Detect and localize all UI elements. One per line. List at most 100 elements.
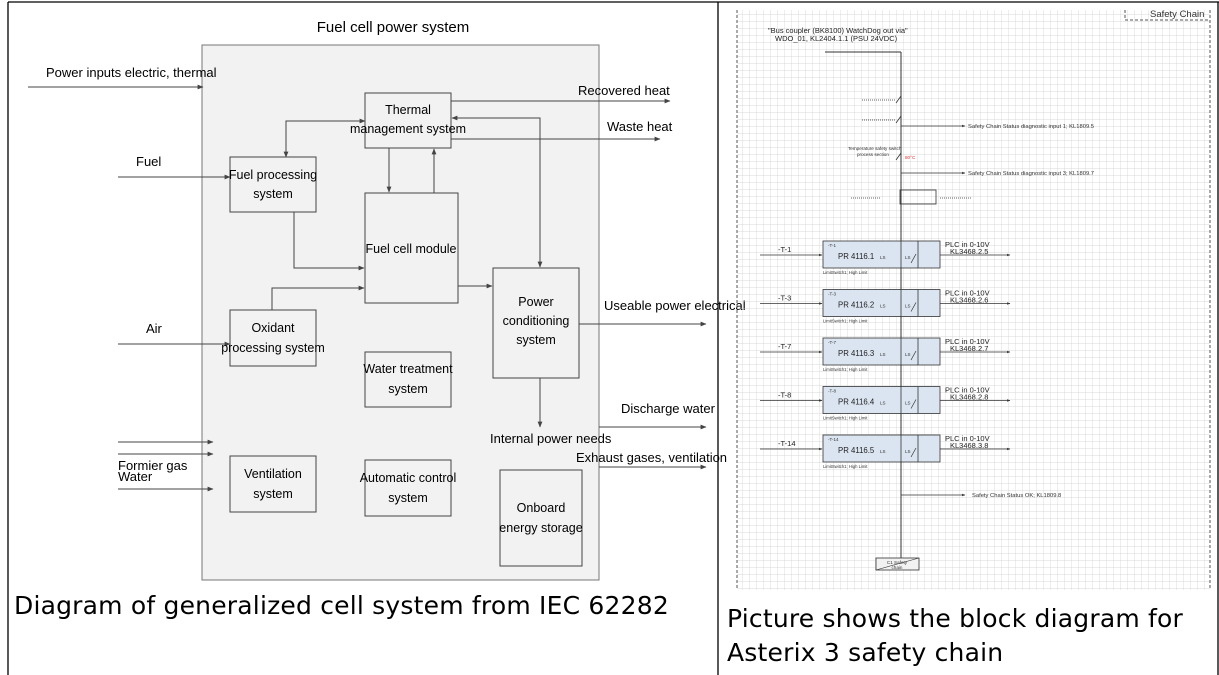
safety-chain-coil: C1 Safety chain [875,557,920,571]
block-oxidant-processing: Oxidant processing system [221,309,325,367]
caption-safety-chain: Picture shows the block diagram for Aste… [727,604,1184,667]
ls-label: LS [905,255,911,260]
switch-contacts [851,95,972,205]
temp-switch-tag: 80°C [905,155,916,160]
svg-text:C1 Safety: C1 Safety [887,560,908,565]
svg-text:Power: Power [518,295,553,309]
svg-text:Thermal: Thermal [385,103,431,117]
input-label-water: Water [118,469,153,484]
block-onboard-storage: Onboard energy storage [499,469,583,567]
sensor-tag: -T-7 [778,342,791,351]
sensor-tag: -T-1 [778,245,791,254]
output-label-discharge-water: Discharge water [621,401,716,416]
ls-label: LS [880,449,886,454]
diag-input3-label: Safety Chain Status diagnostic input 3; … [968,171,1094,177]
sensor-tag: -T-14 [778,439,796,448]
diag-input1-label: Safety Chain Status diagnostic input 1; … [968,124,1094,130]
safety-chain-title: Safety Chain [1150,9,1204,20]
ls-label: LS [905,449,911,454]
svg-text:management system: management system [350,122,466,136]
plc-channel: KL3468.2.7 [950,344,988,353]
sensor-small-tag: -T-7 [828,340,836,345]
svg-text:system: system [253,187,293,201]
svg-text:Fuel processing: Fuel processing [229,168,317,182]
output-label-exhaust: Exhaust gases, ventilation [576,450,727,465]
pr-module-label: PR 4116.1 [838,252,874,261]
input-label-formier: Formier gas [118,458,188,473]
svg-text:system: system [388,382,428,396]
plc-label: PLC in 0-10V [945,289,990,298]
sensor-small-tag: -T-1 [828,243,836,248]
limit-switch-label: LimitSwitch1; High Limit [823,270,868,275]
output-label-useable-power: Useable power electrical [604,298,746,313]
grid-background [737,10,1210,590]
caption-fuel-cell: Diagram of generalized cell system from … [14,591,669,620]
svg-text:Fuel cell module: Fuel cell module [365,242,456,256]
svg-text:Oxidant: Oxidant [251,321,295,335]
block-water-treatment: Water treatment system [363,351,453,408]
ls-label: LS [880,255,886,260]
svg-text:conditioning: conditioning [503,314,570,328]
safety-chain-diagram: Safety Chain "Bus coupler (BK8100) Watch… [736,9,1211,590]
svg-text:Automatic control: Automatic control [360,471,457,485]
pr-module [822,386,941,414]
svg-text:system: system [253,487,293,501]
sensor-small-tag: -T-8 [828,389,836,394]
sensor-tag: -T-3 [778,294,791,303]
svg-text:chain: chain [892,565,903,570]
plc-channel: KL3468.3.8 [950,441,988,450]
block-fuel-processing: Fuel processing system [229,156,317,213]
pr-module [822,240,941,269]
status-ok-label: Safety Chain Status OK; KL1809.8 [972,493,1061,499]
limit-switch-label: LimitSwitch1; High Limit [823,319,868,324]
plc-label: PLC in 0-10V [945,386,990,395]
input-label-air: Air [146,321,163,336]
block-fuel-cell-module: Fuel cell module [364,192,459,304]
fuel-cell-diagram: Fuel cell power system Power inputs elec… [28,19,746,581]
pr-module [822,289,941,317]
sensor-small-tag: -T-14 [828,437,839,442]
ls-label: LS [880,304,886,309]
ls-label: LS [880,401,886,406]
fuel-cell-title: Fuel cell power system [317,19,470,36]
output-label-internal-power: Internal power needs [490,431,612,446]
sensor-small-tag: -T-3 [828,292,836,297]
plc-channel: KL3468.2.5 [950,247,988,256]
plc-label: PLC in 0-10V [945,434,990,443]
temp-switch-line1: Temperature safety switch [848,146,902,151]
pr-module [822,434,941,463]
svg-text:energy storage: energy storage [499,521,582,535]
svg-text:processing system: processing system [221,341,325,355]
svg-text:system: system [516,333,556,347]
plc-label: PLC in 0-10V [945,240,990,249]
block-power-conditioning: Power conditioning system [492,267,580,379]
plc-channel: KL3468.2.6 [950,296,988,305]
limit-switch-label: LimitSwitch1; High Limit [823,416,868,421]
output-label-recovered-heat: Recovered heat [578,83,670,98]
block-thermal-management: Thermal management system [350,92,466,149]
svg-text:system: system [388,491,428,505]
bus-coupler-line1: "Bus coupler (BK8100) WatchDog out via" [768,26,908,35]
sensor-row: -T-14 -T-14 PR 4116.5 LS LS PLC in 0-10VKL346… [760,434,1011,469]
limit-switch-label: LimitSwitch1; High Limit [823,367,868,372]
bus-coupler-line2: WDO_01, KL2404.1.1 (PSU 24VDC) [775,34,898,43]
ls-label: LS [880,352,886,357]
svg-text:Water treatment: Water treatment [363,362,453,376]
input-label-fuel: Fuel [136,154,161,169]
pr-module-label: PR 4116.3 [838,349,874,358]
pr-module-label: PR 4116.4 [838,398,875,407]
plc-label: PLC in 0-10V [945,337,990,346]
sensor-tag: -T-8 [778,391,791,400]
internal-flows [271,115,543,428]
block-ventilation: Ventilation system [229,455,317,513]
plc-channel: KL3468.2.8 [950,393,988,402]
ls-label: LS [905,352,911,357]
pr-module-label: PR 4116.5 [838,446,875,455]
